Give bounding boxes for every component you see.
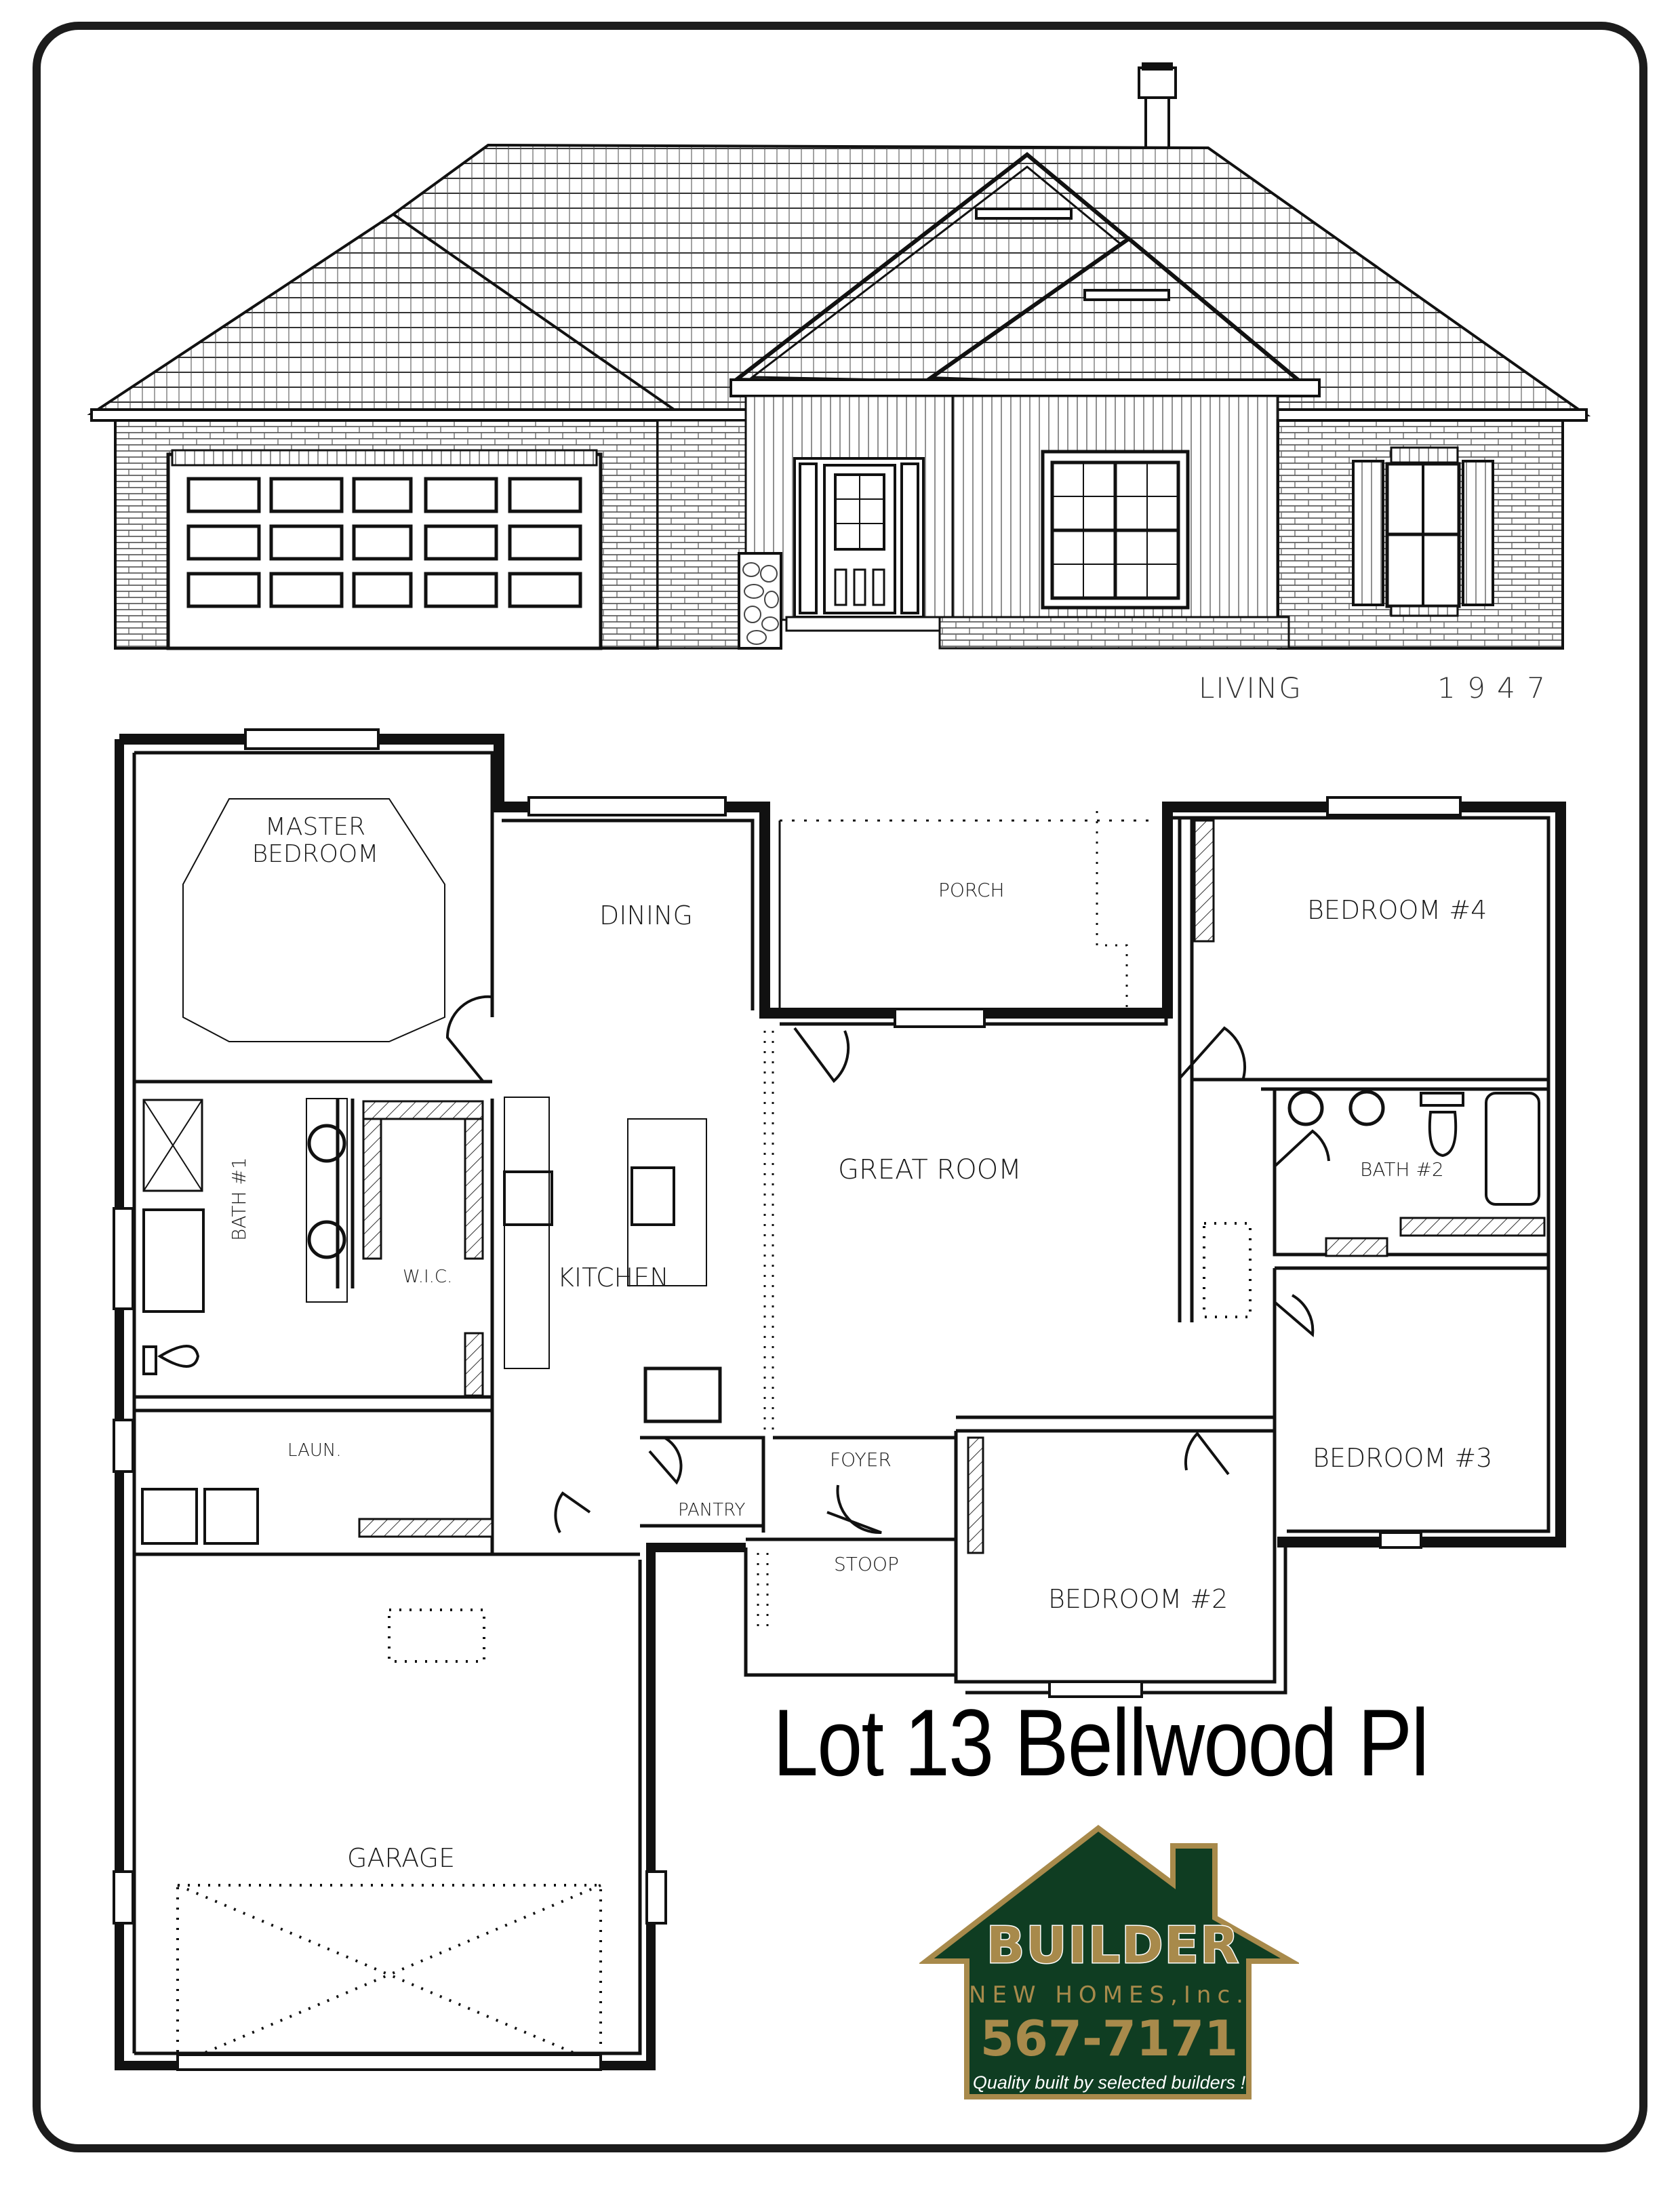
house-elevation-drawing (87, 62, 1591, 650)
room-label-stoop: STOOP (834, 1553, 899, 1575)
room-label-bedroom-2: BEDROOM #2 (1048, 1584, 1228, 1614)
room-label-master-bedroom: MASTER BEDROOM (237, 814, 393, 868)
room-label-bath-1: BATH #1 (228, 1157, 250, 1241)
house-logo-icon (919, 1824, 1299, 2099)
logo-builder-name: BUILDER (985, 1916, 1241, 1976)
room-label-bedroom-4: BEDROOM #4 (1307, 895, 1487, 925)
room-label-master-line2: BEDROOM (252, 840, 379, 868)
room-label-kitchen: KITCHEN (557, 1263, 669, 1293)
listing-title: Lot 13 Bellwood Pl (773, 1689, 1429, 1796)
logo-subtitle: NEW HOMES,Inc. (969, 1981, 1249, 2009)
room-label-pantry: PANTRY (678, 1500, 746, 1520)
room-label-porch: PORCH (938, 879, 1005, 901)
logo-tagline: Quality built by selected builders ! (972, 2072, 1246, 2093)
builder-logo: BUILDER NEW HOMES,Inc. 567-7171 Quality … (919, 1816, 1299, 2101)
room-label-bath-2: BATH #2 (1360, 1158, 1444, 1181)
room-label-laundry: LAUN. (287, 1440, 342, 1461)
room-label-wic: W.I.C. (403, 1267, 453, 1287)
room-label-dining: DINING (599, 901, 693, 930)
room-label-bedroom-3: BEDROOM #3 (1313, 1443, 1493, 1473)
page-border (33, 22, 1647, 2152)
room-label-garage: GARAGE (347, 1843, 456, 1873)
room-label-great-room: GREAT ROOM (838, 1154, 1022, 1185)
room-label-foyer: FOYER (830, 1448, 892, 1471)
elevation-living-label: LIVING (1199, 671, 1302, 705)
elevation-living-sqft: 1 9 4 7 (1437, 671, 1546, 705)
logo-phone: 567-7171 (980, 2010, 1239, 2067)
room-label-master-line1: MASTER (264, 813, 366, 841)
